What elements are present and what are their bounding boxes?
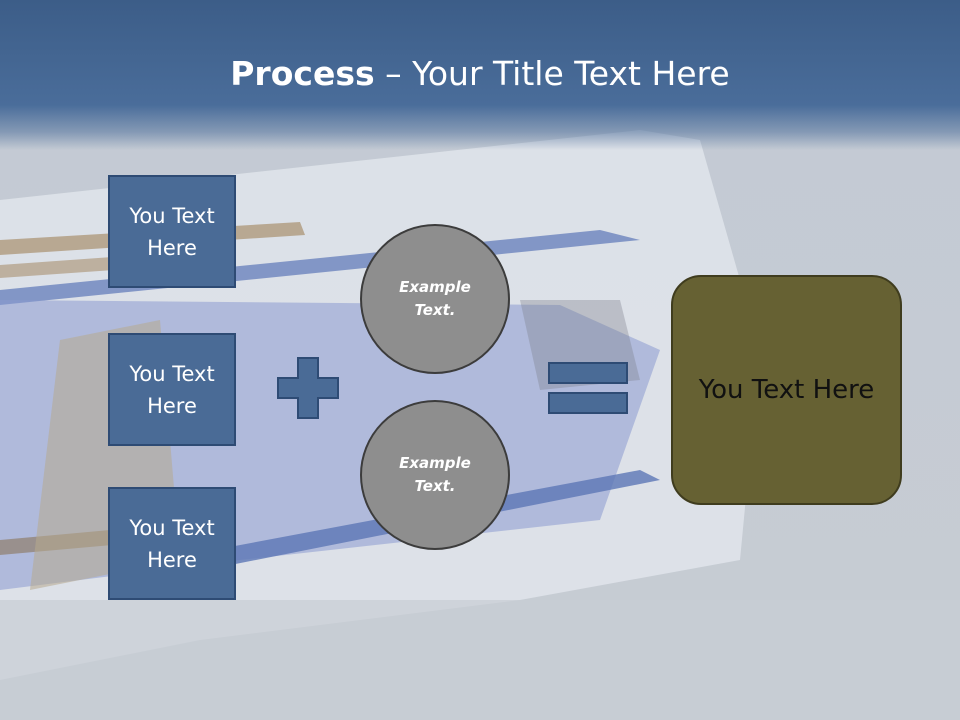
result-box[interactable]: You Text Here [671,275,902,505]
title-rest-text: – Your Title Text Here [374,54,730,93]
example-circle-2[interactable]: Example Text. [360,400,510,550]
title-bar [0,0,960,150]
equals-icon[interactable] [548,362,628,414]
text-box-1[interactable]: You Text Here [108,175,236,288]
title-bold-text: Process [230,54,375,93]
plus-icon[interactable] [277,357,339,419]
slide-title[interactable]: Process – Your Title Text Here [0,52,960,96]
text-box-3[interactable]: You Text Here [108,487,236,600]
example-circle-1[interactable]: Example Text. [360,224,510,374]
text-box-2[interactable]: You Text Here [108,333,236,446]
